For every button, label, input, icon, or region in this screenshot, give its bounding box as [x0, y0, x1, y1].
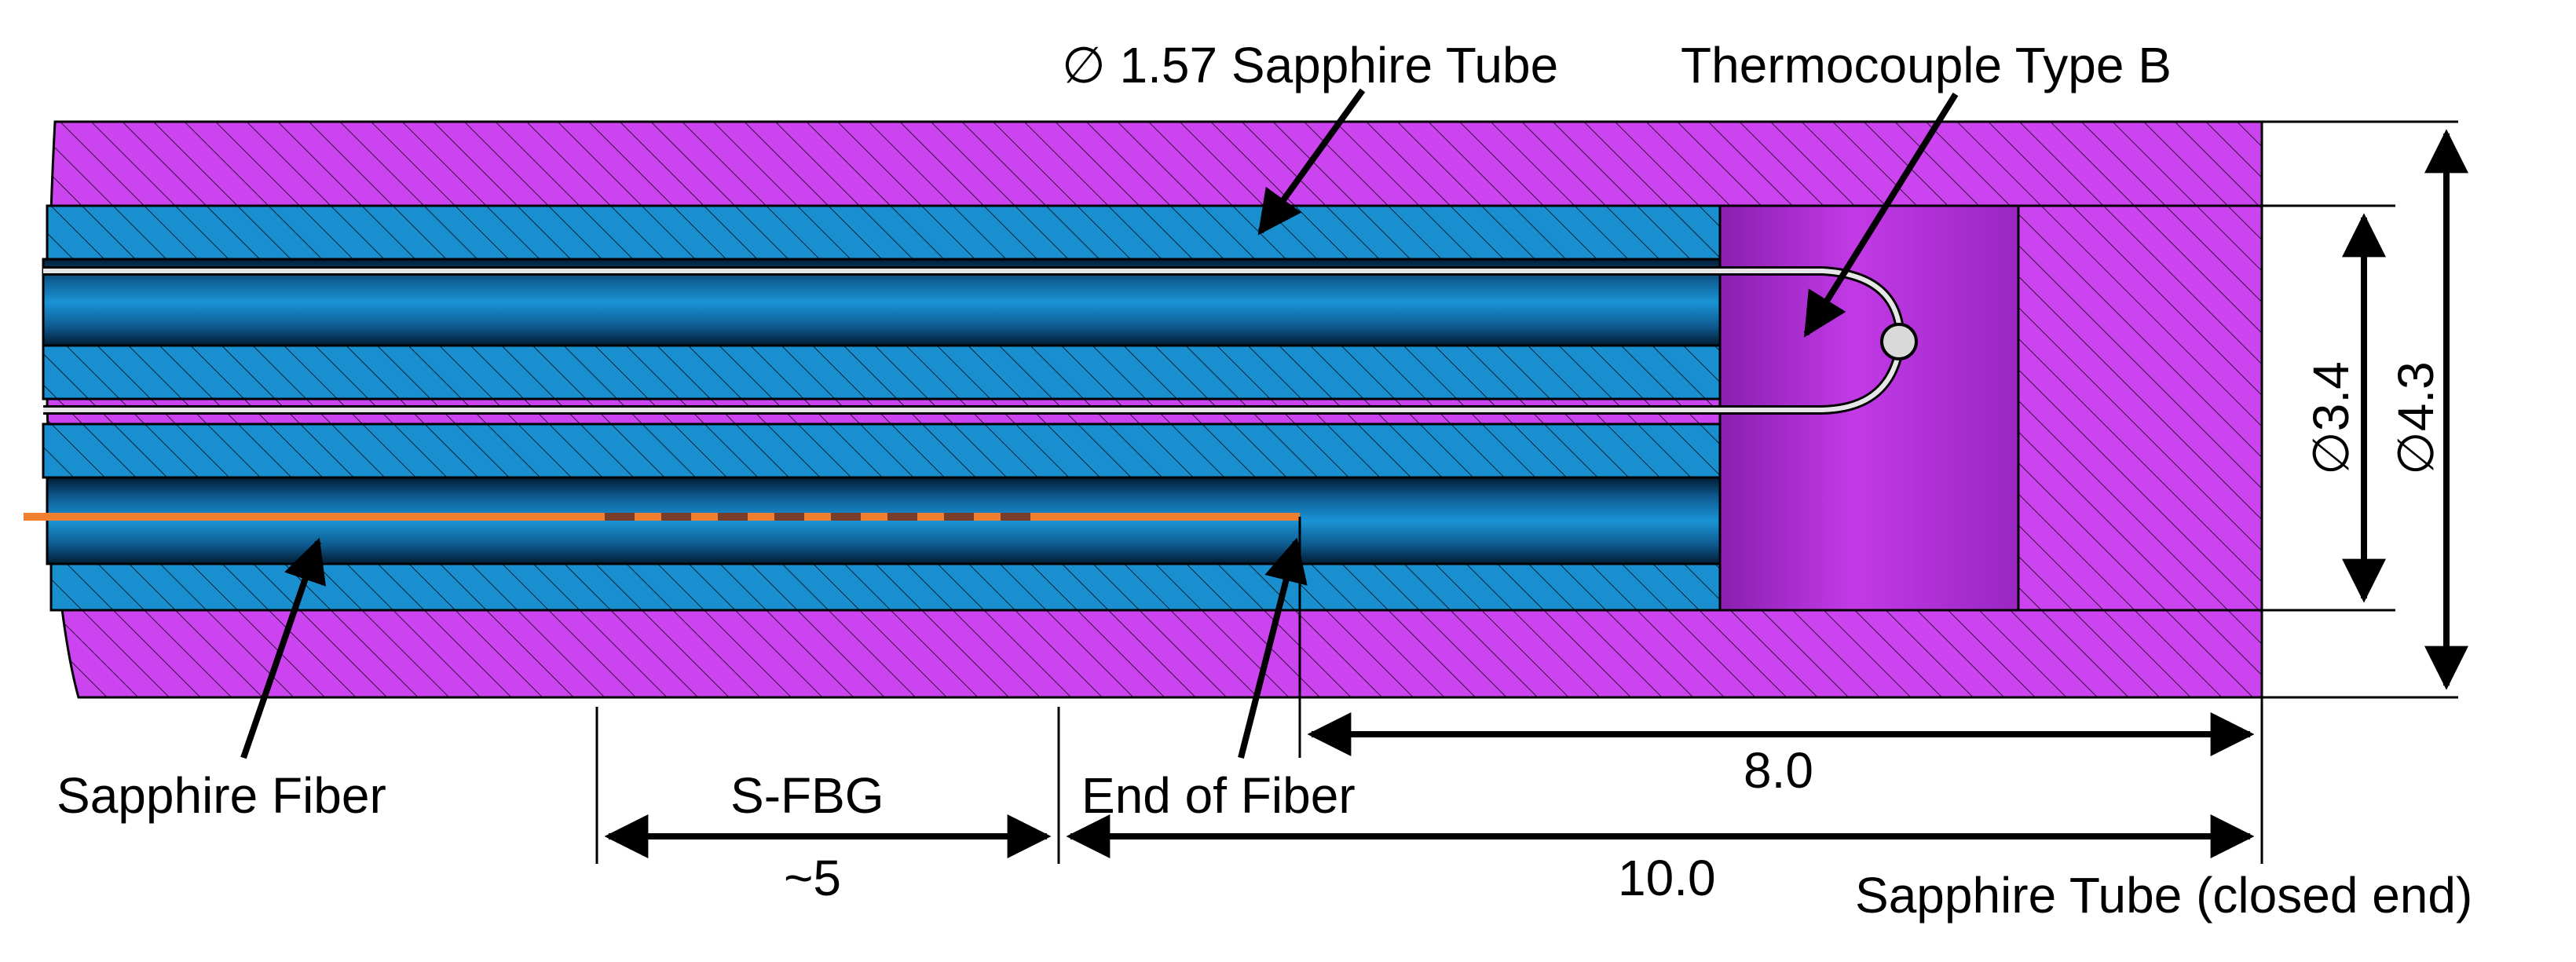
label-outer-tube: Sapphire Tube (closed end)	[1855, 867, 2472, 924]
sfbg-grating	[605, 513, 1030, 521]
leader-fiber-end	[1238, 537, 1308, 759]
label-sfbg: S-FBG	[730, 767, 884, 824]
thermocouple-wires	[43, 266, 1918, 415]
leader-thermocouple	[1803, 92, 1959, 338]
sapphire-fiber	[24, 513, 1300, 521]
label-sfbg-length: ~5	[784, 850, 841, 906]
label-fiber-end: End of Fiber	[1081, 767, 1356, 824]
thermocouple-junction	[1880, 323, 1918, 360]
label-dia-inner: ∅3.4	[2303, 361, 2359, 475]
label-inner-tube: ∅ 1.57 Sapphire Tube	[1062, 37, 1558, 93]
label-dim-10: 10.0	[1618, 850, 1716, 906]
label-dim-8: 8.0	[1744, 742, 1813, 799]
leader-fiber	[240, 537, 327, 759]
label-dia-outer: ∅4.3	[2388, 361, 2444, 475]
inner-tube-top	[42, 204, 1722, 401]
cavity-end-wall-hatch	[2017, 204, 2263, 612]
leader-inner-tube	[1257, 88, 1366, 236]
label-thermocouple: Thermocouple Type B	[1681, 37, 2172, 93]
labels: ∅ 1.57 Sapphire Tube Thermocouple Type B…	[57, 37, 2472, 924]
dimension-lines	[604, 129, 2468, 858]
leader-arrows	[240, 88, 1959, 759]
label-fiber: Sapphire Fiber	[57, 767, 386, 824]
